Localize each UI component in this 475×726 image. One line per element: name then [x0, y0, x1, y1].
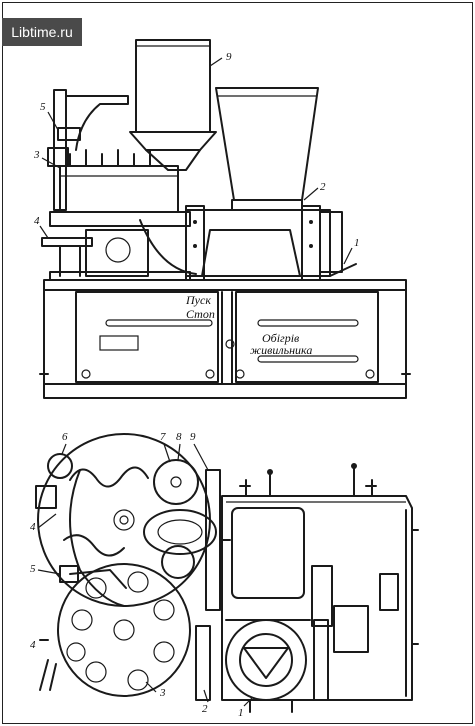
start-label: Пуск [185, 293, 211, 307]
heating-label: Обігрів [262, 331, 299, 345]
part-6 [47, 453, 73, 479]
nameplate [99, 335, 139, 351]
column [53, 89, 67, 211]
top-view [35, 433, 419, 713]
side-view: Пуск Стоп Обігрів живильника [39, 39, 411, 399]
stop-label: Стоп [186, 307, 215, 321]
label-4-lower: 4 [30, 639, 36, 651]
main-housing [221, 495, 413, 701]
label-8: 8 [176, 431, 182, 443]
chamber-label: живильника [250, 343, 312, 357]
site-watermark: Libtime.ru [2, 18, 82, 46]
top-view-labels: 6 7 8 9 4 5 4 3 2 1 [30, 431, 253, 719]
label-5: 5 [40, 101, 46, 113]
base-cabinet [43, 279, 407, 399]
dosing-block [59, 165, 179, 213]
side-view-labels: 9 5 3 2 4 1 [33, 51, 360, 265]
label-4-top: 4 [30, 521, 36, 533]
label-1: 1 [354, 237, 360, 249]
label-7: 7 [160, 431, 166, 443]
hopper-9 [135, 39, 211, 133]
left-door [75, 291, 219, 383]
label-1-top: 1 [238, 707, 244, 719]
housing-window [231, 507, 305, 599]
label-3-top: 3 [159, 687, 166, 699]
label-5-top: 5 [30, 563, 36, 575]
rotary-table [57, 563, 191, 697]
extruder-head [225, 619, 307, 701]
roller-9 [143, 509, 217, 555]
roller-8 [153, 459, 199, 505]
label-2: 2 [320, 181, 326, 193]
conical-hopper [215, 87, 319, 201]
right-door [235, 291, 379, 383]
label-4: 4 [34, 215, 40, 227]
label-9: 9 [226, 51, 232, 63]
label-3: 3 [33, 149, 40, 161]
label-9-top: 9 [190, 431, 196, 443]
label-2-top: 2 [202, 703, 208, 715]
label-6: 6 [62, 431, 68, 443]
